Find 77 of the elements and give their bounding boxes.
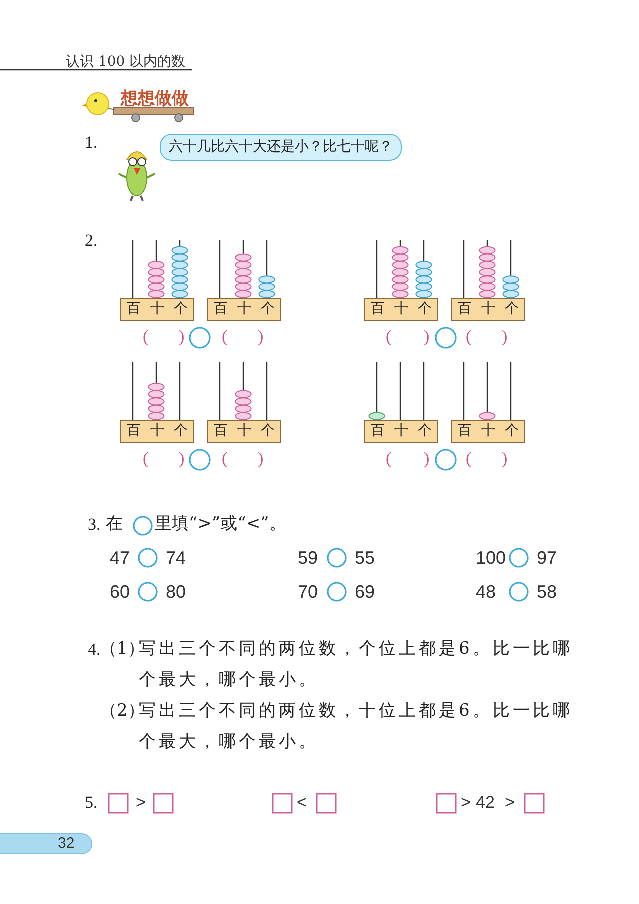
instruction-text: 里填“>”或“<”。 <box>155 516 286 533</box>
comparison-sign: > <box>505 794 515 811</box>
question-number: 2. <box>85 232 98 249</box>
number: 74 <box>166 549 186 567</box>
number: 69 <box>355 583 376 601</box>
place-label: 百 <box>458 302 472 316</box>
place-label: 个 <box>418 302 432 316</box>
number: 47 <box>110 549 130 567</box>
chapter-title: 认识 100 以内的数 <box>66 55 186 69</box>
place-label: 百 <box>458 424 472 438</box>
bracket: ( <box>222 328 228 345</box>
instruction-text: 在 <box>106 516 123 533</box>
abacus-base <box>207 298 281 321</box>
abacus-base <box>451 298 525 321</box>
question-number: 4. <box>88 641 101 658</box>
bracket: ) <box>502 328 508 345</box>
abacus-base <box>364 420 438 443</box>
place-label: 十 <box>394 424 408 438</box>
place-label: 十 <box>238 302 252 316</box>
place-label: 百 <box>371 424 385 438</box>
bracket: ( <box>466 450 472 467</box>
place-label: 个 <box>261 424 275 438</box>
number: 60 <box>110 583 130 601</box>
number: 70 <box>298 583 318 601</box>
place-label: 十 <box>150 302 164 316</box>
bracket: ) <box>424 450 430 467</box>
abacus-base <box>207 420 281 443</box>
bracket: ( <box>466 328 472 345</box>
place-label: 十 <box>150 424 164 438</box>
bracket: ( <box>222 450 228 467</box>
comparison-sign: > <box>136 794 146 811</box>
number: 58 <box>537 583 558 601</box>
number: 80 <box>166 583 186 601</box>
bracket: ) <box>258 450 264 467</box>
place-label: 十 <box>238 424 252 438</box>
place-label: 百 <box>371 302 385 316</box>
bracket: ) <box>424 328 430 345</box>
comparison-sign: < <box>297 794 307 811</box>
abacus-base <box>364 298 438 321</box>
number: 42 <box>476 794 495 811</box>
place-label: 个 <box>174 302 188 316</box>
bracket: ( <box>386 328 392 345</box>
abacus-base <box>120 298 194 321</box>
place-label: 个 <box>261 302 275 316</box>
place-label: 百 <box>214 302 228 316</box>
bracket: ) <box>502 450 508 467</box>
place-label: 百 <box>127 302 141 316</box>
place-label: 个 <box>505 302 519 316</box>
question-number: 3. <box>88 516 101 533</box>
section-title: 想想做做 <box>121 91 189 108</box>
number: 59 <box>298 549 318 567</box>
question-number: 5. <box>85 794 98 811</box>
speech-text: 六十几比六十大还是小？比七十呢？ <box>169 139 393 155</box>
bracket: ) <box>179 328 185 345</box>
place-label: 百 <box>127 424 141 438</box>
page-number: 32 <box>58 836 75 851</box>
place-label: 十 <box>482 302 496 316</box>
bracket: ( <box>143 328 149 345</box>
place-label: 个 <box>174 424 188 438</box>
speech-bubble <box>160 134 402 161</box>
bracket: ( <box>143 450 149 467</box>
question-number: 1. <box>85 134 98 151</box>
place-label: 个 <box>418 424 432 438</box>
place-label: 十 <box>482 424 496 438</box>
bracket: ) <box>179 450 185 467</box>
bracket: ) <box>258 328 264 345</box>
place-label: 十 <box>394 302 408 316</box>
number: 48 <box>476 583 496 601</box>
comparison-sign: > <box>461 794 471 811</box>
number: 100 <box>476 549 506 567</box>
bracket: ( <box>386 450 392 467</box>
place-label: 百 <box>214 424 228 438</box>
abacus-base <box>120 420 194 443</box>
abacus-base <box>451 420 525 443</box>
number: 97 <box>537 549 558 567</box>
place-label: 个 <box>505 424 519 438</box>
number: 55 <box>355 549 376 567</box>
